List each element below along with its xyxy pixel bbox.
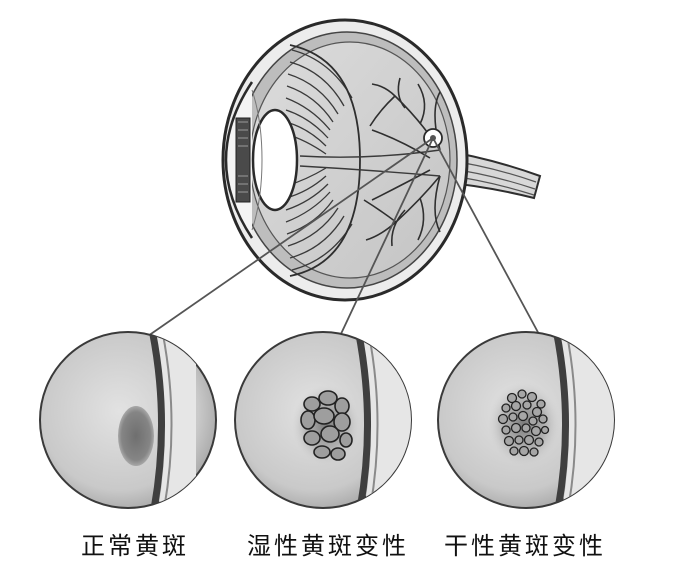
macula-circle-normal	[39, 331, 217, 509]
connector-lines	[147, 137, 541, 337]
dry-drusen-cluster	[497, 389, 550, 457]
caption-normal-macula: 正常黄斑	[81, 532, 189, 560]
lens	[251, 108, 299, 212]
macula-circle-dry	[437, 331, 615, 509]
caption-dry-amd: 干性黄斑变性	[444, 532, 606, 560]
connector-normal	[147, 137, 434, 337]
retinal-vessels	[363, 77, 441, 247]
connector-wet	[339, 137, 434, 337]
caption-wet-amd: 湿性黄斑变性	[247, 532, 409, 560]
connector-dry	[432, 137, 541, 337]
iris	[235, 117, 251, 203]
macula-circle-wet	[234, 331, 412, 509]
normal-macula-spot	[118, 406, 154, 466]
wet-lesion-cluster	[300, 390, 353, 461]
ciliary-fibers	[285, 49, 353, 271]
eye-cross-section	[221, 18, 542, 302]
